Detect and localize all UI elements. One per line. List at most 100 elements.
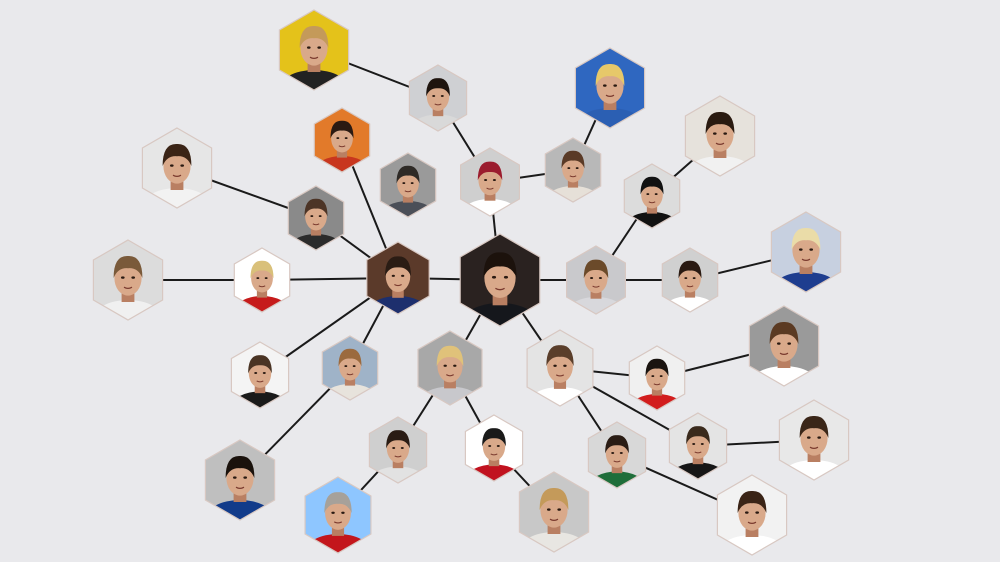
driver-portrait-node[interactable] xyxy=(584,421,650,501)
driver-mouth xyxy=(394,284,402,287)
driver-eye xyxy=(557,508,561,511)
driver-hair xyxy=(436,345,464,367)
driver-mouth xyxy=(555,374,565,377)
driver-eye xyxy=(659,375,663,378)
driver-suit xyxy=(322,384,378,400)
driver-eye xyxy=(336,137,340,140)
driver-eye xyxy=(654,193,658,196)
driver-portrait-node[interactable] xyxy=(200,439,280,536)
driver-eye xyxy=(646,193,650,196)
driver-portrait-node[interactable] xyxy=(712,474,792,562)
hexagon-frame xyxy=(518,471,590,553)
driver-mouth xyxy=(686,285,694,288)
driver-portrait-node[interactable] xyxy=(562,245,630,328)
hexagon-frame xyxy=(661,247,719,313)
driver-portrait-node[interactable] xyxy=(620,163,684,241)
driver-suit xyxy=(367,296,429,314)
driver-eye xyxy=(262,372,266,375)
driver-portrait-node[interactable] xyxy=(274,9,354,106)
driver-mouth xyxy=(549,518,559,521)
driver-hair xyxy=(769,321,799,344)
driver-eye xyxy=(684,277,688,280)
driver-eye xyxy=(341,511,345,514)
driver-mouth xyxy=(715,142,725,145)
driver-eye xyxy=(352,365,356,368)
hexagon-frame xyxy=(716,474,788,556)
hexagon-frame xyxy=(623,163,681,229)
driver-mouth xyxy=(653,383,661,386)
driver-hair xyxy=(426,78,450,97)
driver-portrait-node[interactable] xyxy=(514,471,594,562)
driver-mouth xyxy=(747,521,757,524)
driver-eye xyxy=(547,508,551,511)
hexagon-frame xyxy=(778,399,850,481)
driver-portrait-node[interactable] xyxy=(680,95,760,192)
driver-hair xyxy=(225,455,255,478)
driver-hair xyxy=(799,415,829,438)
driver-eye xyxy=(256,277,260,280)
driver-portrait-node[interactable] xyxy=(365,416,431,496)
driver-hair xyxy=(338,348,362,367)
driver-eye xyxy=(391,274,395,277)
driver-hair xyxy=(678,260,702,279)
driver-portrait-node[interactable] xyxy=(230,247,294,325)
driver-portrait-node[interactable] xyxy=(405,64,471,144)
driver-eye xyxy=(799,248,803,251)
driver-eye xyxy=(787,342,791,345)
driver-suit xyxy=(143,188,211,208)
driver-portrait-node[interactable] xyxy=(137,127,217,224)
driver-eye xyxy=(307,46,311,49)
driver-eye xyxy=(392,447,396,450)
driver-eye xyxy=(491,275,497,279)
driver-hair xyxy=(330,120,354,139)
hexagon-frame xyxy=(321,335,379,401)
driver-mouth xyxy=(490,453,498,456)
driver-portrait-node[interactable] xyxy=(88,239,168,336)
driver-portrait-node[interactable] xyxy=(658,247,722,325)
driver-portrait-node[interactable] xyxy=(310,107,374,185)
driver-portrait-node[interactable] xyxy=(774,399,854,496)
driver-eye xyxy=(496,445,500,448)
driver-portrait-node[interactable] xyxy=(300,476,376,562)
driver-hair xyxy=(686,426,710,445)
driver-portrait-node[interactable] xyxy=(318,335,382,413)
hexagon-frame xyxy=(379,152,437,218)
driver-portrait-node[interactable] xyxy=(665,412,731,492)
driver-suit xyxy=(527,387,593,406)
driver-eye xyxy=(402,182,406,185)
driver-portrait-node[interactable] xyxy=(522,329,598,421)
hexagon-frame xyxy=(459,233,541,327)
driver-eye xyxy=(503,275,509,279)
driver-eye xyxy=(443,364,447,367)
hexagon-frame xyxy=(92,239,164,321)
driver-suit xyxy=(669,462,727,479)
driver-portrait-node[interactable] xyxy=(454,233,546,344)
driver-portrait-node[interactable] xyxy=(456,147,524,230)
driver-suit xyxy=(234,296,290,312)
driver-eye xyxy=(310,215,314,218)
driver-portrait-node[interactable] xyxy=(570,47,650,144)
driver-suit xyxy=(206,500,274,520)
driver-suit xyxy=(567,297,625,314)
driver-portrait-node[interactable] xyxy=(766,211,846,308)
driver-mouth xyxy=(258,285,266,288)
driver-portrait-node[interactable] xyxy=(284,185,348,263)
hexagon-frame xyxy=(526,329,594,407)
driver-eye xyxy=(807,436,811,439)
driver-portrait-node[interactable] xyxy=(376,152,440,230)
hexagon-frame xyxy=(544,137,602,203)
driver-portrait-node[interactable] xyxy=(227,341,293,421)
driver-eye xyxy=(755,511,759,514)
driver-portrait-node[interactable] xyxy=(625,345,689,423)
driver-portrait-node[interactable] xyxy=(744,305,824,402)
driver-suit xyxy=(418,386,482,405)
hexagon-frame xyxy=(204,439,276,521)
driver-portrait-node[interactable] xyxy=(541,137,605,215)
driver-portrait-node[interactable] xyxy=(461,414,527,494)
driver-eye xyxy=(809,248,813,251)
driver-portrait-node[interactable] xyxy=(362,241,434,328)
driver-eye xyxy=(651,375,655,378)
driver-hair xyxy=(304,198,328,217)
driver-portrait-node[interactable] xyxy=(413,330,487,420)
